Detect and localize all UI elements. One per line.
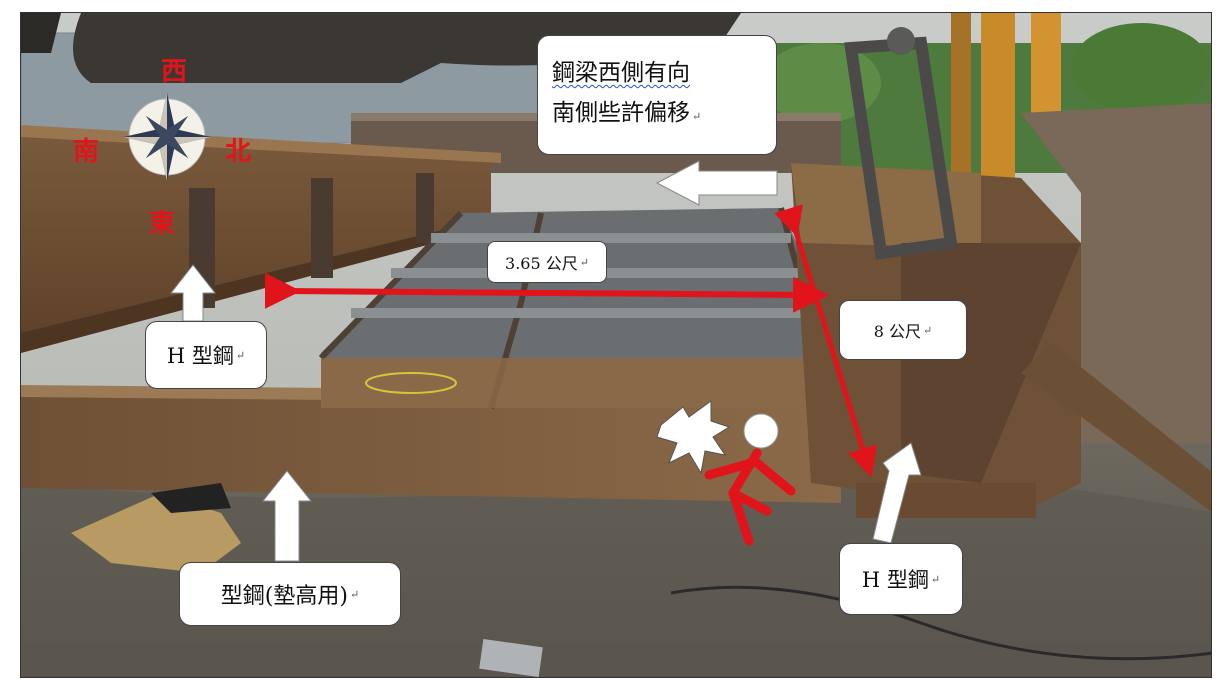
width-label-callout: 3.65 公尺↵: [487, 241, 607, 283]
compass-east-label: 東: [149, 209, 176, 239]
accident-person-figure: [656, 400, 796, 546]
length-dimension-arrow: [774, 204, 877, 478]
offset-pointer-arrow: [655, 160, 778, 206]
return-mark: ↵: [930, 572, 941, 586]
return-mark: ↵: [235, 348, 246, 362]
hbeam-left-callout: H 型鋼↵: [145, 321, 267, 389]
offset-note-line1: 鋼梁西側有向: [552, 60, 690, 86]
offset-note-callout: 鋼梁西側有向 南側些許偏移↵: [537, 35, 777, 155]
shim-beam-label: 型鋼(墊高用): [220, 584, 348, 609]
shim-beam-callout: 型鋼(墊高用)↵: [179, 562, 401, 626]
photo-frame: 西 南 北 東 鋼梁西側有向 南側些許偏移↵ 3.65 公尺↵ 8 公尺↵ H …: [20, 12, 1212, 678]
return-mark: ↵: [692, 110, 702, 123]
hbeam-right-pointer-arrow: [872, 442, 922, 544]
length-label-callout: 8 公尺↵: [839, 300, 967, 360]
offset-note-line2-row: 南側些許偏移↵: [552, 93, 701, 137]
hbeam-right-callout: H 型鋼↵: [839, 543, 963, 615]
width-label: 3.65 公尺: [505, 254, 578, 273]
return-mark: ↵: [349, 587, 360, 601]
hbeam-left-pointer-arrow: [169, 264, 217, 322]
return-mark: ↵: [579, 255, 589, 269]
hbeam-right-label: H 型鋼: [861, 568, 929, 592]
offset-note-line2: 南側些許偏移: [552, 100, 690, 126]
compass-south-label: 南: [73, 137, 100, 167]
compass-north-label: 北: [225, 137, 252, 167]
width-dimension-arrow: [264, 272, 829, 313]
length-label: 8 公尺: [873, 322, 922, 341]
return-mark: ↵: [923, 323, 933, 337]
compass-west-label: 西: [161, 57, 188, 87]
hbeam-left-label: H 型鋼: [166, 344, 234, 368]
shim-pointer-arrow: [261, 470, 313, 562]
compass-rose: [123, 93, 211, 181]
